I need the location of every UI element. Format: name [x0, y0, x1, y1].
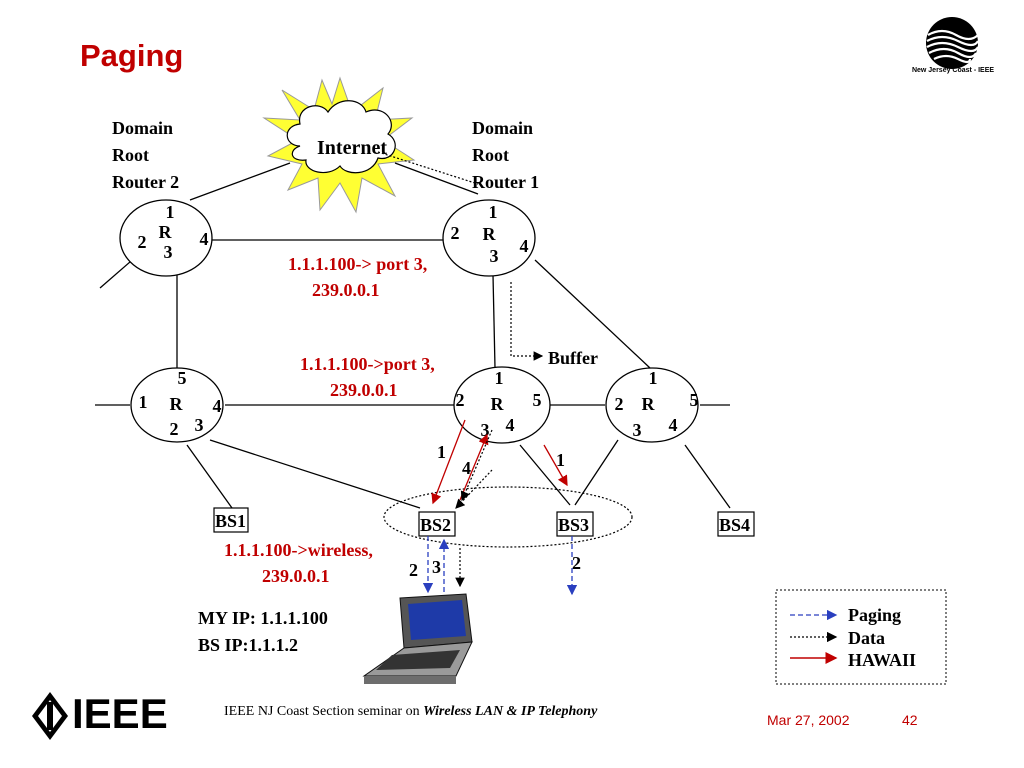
svg-text:239.0.0.1: 239.0.0.1	[312, 280, 380, 300]
router-top-right[interactable]: 1 2 R 3 4	[442, 199, 536, 277]
logo-caption: New Jersey Coast - IEEE	[912, 67, 994, 74]
svg-text:1: 1	[649, 368, 658, 388]
svg-text:2: 2	[615, 394, 624, 414]
svg-text:Root: Root	[112, 145, 149, 165]
svg-text:4: 4	[506, 415, 515, 435]
base-station-bs4[interactable]: BS4	[717, 511, 755, 537]
svg-text:4: 4	[200, 229, 209, 249]
data-arrows	[455, 429, 493, 588]
svg-text:2: 2	[138, 232, 147, 252]
svg-text:BS1: BS1	[215, 511, 246, 531]
svg-text:Buffer: Buffer	[548, 348, 598, 368]
svg-text:3: 3	[490, 246, 499, 266]
router-mid-right[interactable]: 1 2 R 5 3 4	[605, 367, 699, 443]
svg-text:1: 1	[489, 202, 498, 222]
svg-text:1: 1	[166, 202, 175, 222]
router-mid-left[interactable]: 5 1 R 4 2 3	[130, 367, 224, 443]
svg-text:2: 2	[572, 553, 581, 573]
svg-text:2: 2	[456, 390, 465, 410]
svg-text:BS2: BS2	[420, 515, 451, 535]
base-station-bs2[interactable]: BS2	[418, 511, 456, 537]
svg-text:2: 2	[451, 223, 460, 243]
router-mid-center[interactable]: 1 2 R 5 3 4	[453, 366, 551, 444]
svg-text:BS IP:1.1.1.2: BS IP:1.1.1.2	[198, 635, 298, 655]
footer-date: Mar 27, 2002	[767, 712, 850, 728]
internet-label: Internet	[317, 137, 387, 159]
internet-dotted-link	[377, 151, 479, 185]
svg-text:5: 5	[178, 368, 187, 388]
svg-text:R: R	[483, 224, 497, 244]
legend-data: Data	[848, 628, 885, 648]
domain-root-router-1-label: Domain Root Router 1	[472, 118, 539, 192]
router-top-left[interactable]: 1 R 2 3 4	[119, 199, 213, 277]
laptop-ip-info: MY IP: 1.1.1.100 BS IP:1.1.1.2	[198, 608, 328, 655]
base-station-bs3[interactable]: BS3	[556, 511, 594, 537]
svg-text:5: 5	[533, 390, 542, 410]
hawaii-arrows	[431, 419, 568, 505]
svg-text:Router 2: Router 2	[112, 172, 179, 192]
svg-text:3: 3	[195, 415, 204, 435]
svg-text:239.0.0.1: 239.0.0.1	[262, 566, 330, 586]
svg-text:4: 4	[669, 415, 678, 435]
svg-text:4: 4	[213, 396, 222, 416]
ieee-logo-text: IEEE	[72, 690, 168, 737]
svg-text:Domain: Domain	[472, 118, 533, 138]
svg-text:Root: Root	[472, 145, 509, 165]
svg-text:3: 3	[432, 557, 441, 577]
domain-root-router-2-label: Domain Root Router 2	[112, 118, 179, 192]
page-title: Paging	[80, 38, 184, 73]
svg-text:239.0.0.1: 239.0.0.1	[330, 380, 398, 400]
svg-text:4: 4	[462, 458, 471, 478]
footer-text: IEEE NJ Coast Section seminar on Wireles…	[224, 704, 598, 719]
svg-text:3: 3	[633, 420, 642, 440]
ieee-logo: IEEE	[30, 688, 170, 744]
svg-text:R: R	[642, 394, 656, 414]
svg-text:3: 3	[164, 242, 173, 262]
svg-text:R: R	[491, 394, 505, 414]
network-links	[95, 162, 731, 509]
svg-text:1: 1	[495, 368, 504, 388]
svg-text:Domain: Domain	[112, 118, 173, 138]
svg-text:BS3: BS3	[558, 515, 589, 535]
svg-text:R: R	[159, 222, 173, 242]
internet-cloud: Internet	[262, 76, 416, 214]
svg-text:1.1.1.100->wireless,: 1.1.1.100->wireless,	[224, 540, 373, 560]
route-entry-top: 1.1.1.100-> port 3, 239.0.0.1	[288, 254, 427, 300]
nj-coast-logo: New Jersey Coast - IEEE	[898, 15, 1008, 77]
step-numbers: 1 4 1 2 3 2	[409, 442, 581, 580]
svg-text:MY IP: 1.1.1.100: MY IP: 1.1.1.100	[198, 608, 328, 628]
buffer-indicator: Buffer	[510, 282, 598, 368]
svg-text:1.1.1.100->port 3,: 1.1.1.100->port 3,	[300, 354, 435, 374]
route-entry-bs: 1.1.1.100->wireless, 239.0.0.1	[224, 540, 373, 586]
svg-text:Router 1: Router 1	[472, 172, 539, 192]
paging-arrows	[422, 536, 578, 596]
svg-text:1: 1	[139, 392, 148, 412]
svg-text:BS4: BS4	[719, 515, 750, 535]
base-station-bs1[interactable]: BS1	[213, 507, 249, 533]
svg-text:5: 5	[690, 390, 699, 410]
svg-text:2: 2	[409, 560, 418, 580]
svg-text:R: R	[170, 394, 184, 414]
legend-hawaii: HAWAII	[848, 650, 916, 670]
svg-text:4: 4	[520, 236, 529, 256]
svg-text:1: 1	[556, 450, 565, 470]
page-number: 42	[902, 712, 918, 728]
legend: Paging Data HAWAII	[775, 589, 947, 685]
paging-area	[383, 486, 633, 548]
laptop-image	[362, 593, 473, 684]
svg-text:2: 2	[170, 419, 179, 439]
route-entry-mid: 1.1.1.100->port 3, 239.0.0.1	[300, 354, 435, 400]
svg-text:1.1.1.100-> port 3,: 1.1.1.100-> port 3,	[288, 254, 427, 274]
svg-text:3: 3	[481, 420, 490, 440]
legend-paging: Paging	[848, 605, 901, 625]
svg-text:1: 1	[437, 442, 446, 462]
